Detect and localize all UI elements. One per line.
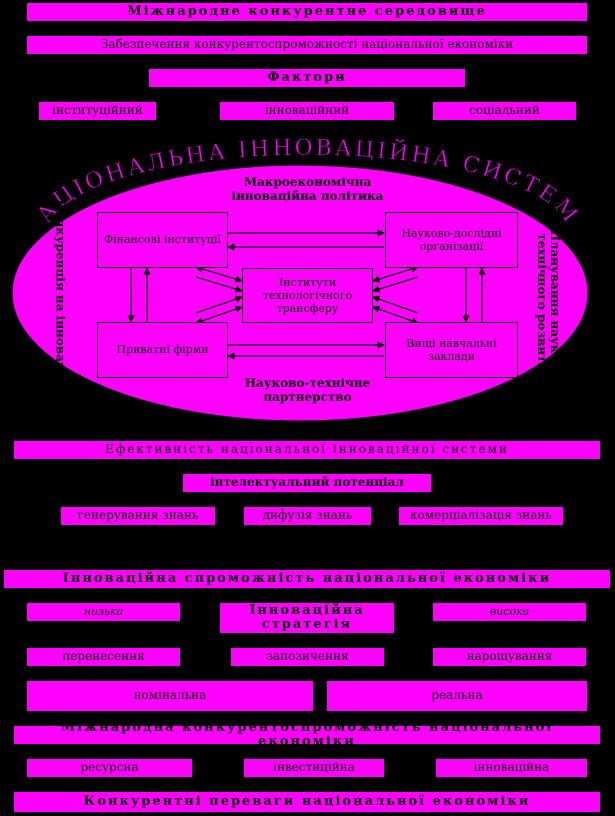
strategy-buildup-box: нарощування (432, 647, 587, 667)
intellectual-potential-box: інтелектуальний потенціал (182, 473, 432, 493)
competitive-advantages-box: Конкурентні переваги національної економ… (13, 791, 601, 813)
factor-institutional-box: інституційний (38, 101, 157, 121)
private-firms-node: Приватні фірми (97, 322, 228, 378)
arrow-fin-to-transfer (195, 265, 243, 283)
macro-policy-label: Макроекономічна інноваційна політика (231, 175, 384, 203)
capacity-high-box: висока (432, 602, 587, 622)
research-organizations-node: Науково-дослідні організації (385, 212, 518, 268)
capacity-low-box: низька (26, 602, 181, 622)
factors-title-box: Фактори (148, 68, 466, 88)
arrow-private-to-transfer (195, 305, 243, 325)
innovation-capacity-title-box: Інноваційна спроможність національної ек… (3, 569, 611, 589)
innovation-strategy-box: Інноваційна стратегія (219, 602, 395, 634)
strategy-transfer-box: перенесення (26, 647, 181, 667)
competitiveness-innovation-box: інноваційна (435, 758, 588, 778)
arrow-univ-to-transfer (372, 305, 419, 325)
competitiveness-investment-box: інвестиційна (243, 758, 385, 778)
strategy-borrowing-box: запозичення (230, 647, 385, 667)
arrow-research-to-transfer-2 (372, 276, 419, 293)
partnership-label: Науково-технічне партнерство (244, 376, 371, 404)
knowledge-commercialization-box: комерціалізація знань (398, 506, 564, 526)
technology-transfer-node: Інститути технологічного трансферу (242, 268, 373, 323)
capacity-nominal-box: номінальна (26, 680, 314, 712)
competitiveness-resource-box: ресурсна (26, 758, 193, 778)
planning-vertical-label: Планування науково-технічного розвитку (535, 229, 563, 383)
intl-competitiveness-title-box: Міжнародна конкурентоспроможність націон… (13, 720, 601, 749)
efficiency-title-box: Ефективність національної інноваційної с… (13, 440, 601, 460)
factor-innovative-box: інноваційний (219, 101, 395, 121)
knowledge-diffusion-box: дифузія знань (243, 506, 372, 526)
competition-vertical-label: Конкуренція на інноваційній основі (53, 199, 68, 456)
factor-social-box: соціальний (432, 101, 577, 121)
intl-environment-box: Міжнародне конкурентне середовище (26, 2, 588, 22)
arrow-univ-to-transfer-2 (372, 295, 419, 314)
universities-node: Вищі навчальні заклади (385, 322, 518, 378)
arrow-research-to-transfer (372, 265, 419, 283)
arrow-private-to-transfer-2 (195, 295, 243, 314)
knowledge-generation-box: генерування знань (60, 506, 216, 526)
competitiveness-provision-box: Забезпечення конкурентоспроможності наці… (26, 35, 588, 55)
financial-institutions-node: Фінансові інституції (97, 212, 228, 268)
arrow-fin-to-transfer-2 (195, 276, 243, 293)
capacity-real-box: реальна (326, 680, 588, 712)
